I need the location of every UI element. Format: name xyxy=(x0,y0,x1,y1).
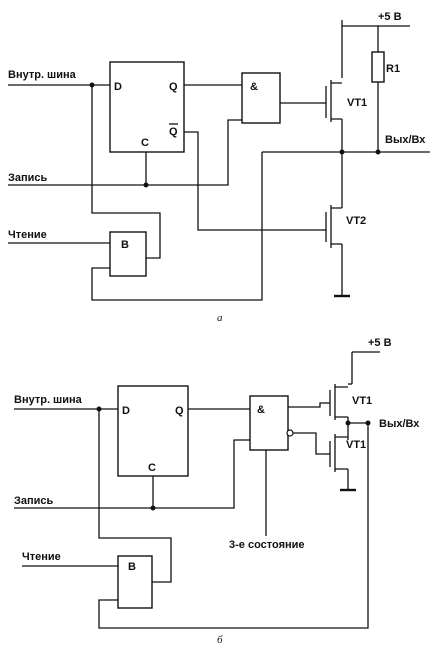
a-write-junction xyxy=(143,182,149,188)
a-ff-d-pin: D xyxy=(114,81,122,93)
a-resistor-label: R1 xyxy=(386,63,400,75)
b-vt1-bottom-label: VT1 xyxy=(346,439,366,451)
a-bus-feedback-wire xyxy=(91,85,161,259)
b-write-wire xyxy=(14,439,250,509)
b-ff-d-pin: D xyxy=(122,405,130,417)
a-ff-qbar-pin: Q xyxy=(169,126,178,138)
a-vt2-label: VT2 xyxy=(346,215,366,227)
b-and-output-bottom xyxy=(293,432,324,455)
a-ff-c-pin: C xyxy=(141,137,149,149)
a-supply-wire xyxy=(342,25,379,52)
a-resistor-r1 xyxy=(371,51,385,83)
a-buffer xyxy=(109,231,147,277)
b-tristate-label: 3-е состояние xyxy=(229,539,305,551)
a-and-symbol: & xyxy=(250,81,258,93)
b-read-label: Чтение xyxy=(22,551,61,563)
b-caption: б xyxy=(217,634,223,646)
b-feedback-wire xyxy=(98,423,369,629)
b-write-label: Запись xyxy=(14,495,54,507)
a-bus-label: Внутр. шина xyxy=(8,69,77,81)
a-ff-q-pin: Q xyxy=(169,81,178,93)
b-buffer-label: B xyxy=(128,561,136,573)
b-vt1-top-label: VT1 xyxy=(352,395,372,407)
b-and-output-top xyxy=(288,402,324,408)
a-caption: а xyxy=(217,312,223,324)
b-output-junction xyxy=(345,420,351,426)
a-write-wire xyxy=(8,119,242,186)
b-transistor-bottom xyxy=(324,434,349,490)
a-resistor-junction xyxy=(375,149,381,155)
a-vt1-label: VT1 xyxy=(347,97,367,109)
a-and-gate xyxy=(241,72,281,124)
b-bus-label: Внутр. шина xyxy=(14,394,83,406)
b-supply-label: +5 В xyxy=(368,337,392,349)
a-buffer-label: B xyxy=(121,239,129,251)
a-output-label: Вых/Вх xyxy=(385,134,426,146)
b-ff-q-pin: Q xyxy=(175,405,184,417)
a-transistor-vt1 xyxy=(322,80,343,152)
b-and-gate xyxy=(249,395,289,451)
b-and-symbol: & xyxy=(257,404,265,416)
a-write-label: Запись xyxy=(8,172,48,184)
b-output-label: Вых/Вх xyxy=(379,418,420,430)
b-and-inverted-output xyxy=(286,429,294,437)
diagram-b: Внутр. шина Запись Чтение D Q C & 3-е со… xyxy=(14,337,420,646)
a-transistor-vt2 xyxy=(322,152,343,296)
b-write-junction xyxy=(150,505,156,511)
a-buffer-input-wire xyxy=(91,152,263,301)
diagram-a: Внутр. шина Запись Чтение D Q Q C & B xyxy=(8,11,430,324)
a-qbar-wire xyxy=(184,131,322,231)
b-bus-feedback-wire xyxy=(98,409,172,583)
a-read-label: Чтение xyxy=(8,229,47,241)
a-flipflop xyxy=(109,61,185,153)
b-transistor-top xyxy=(324,383,352,440)
b-flipflop xyxy=(117,385,189,477)
b-ff-c-pin: C xyxy=(148,462,156,474)
b-buffer xyxy=(117,555,153,609)
a-supply-label: +5 В xyxy=(378,11,402,23)
